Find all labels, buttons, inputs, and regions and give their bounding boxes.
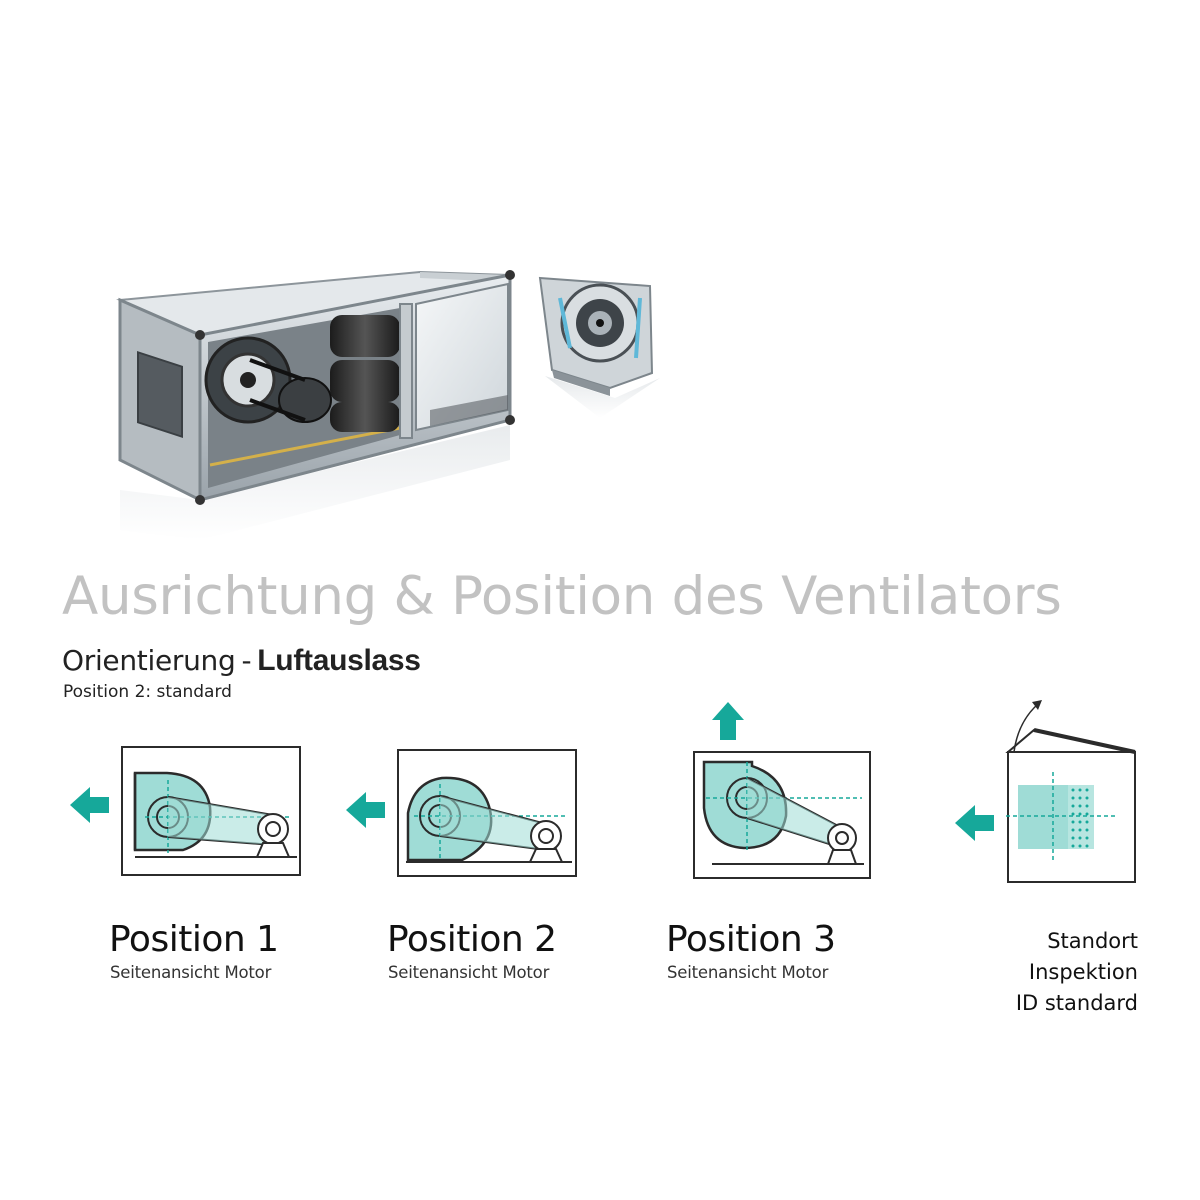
subtitle-emphasis: Luftauslass xyxy=(257,644,421,677)
position-1-label: Position 1 xyxy=(109,919,279,960)
airflow-arrow-left-icon xyxy=(70,787,109,823)
airflow-arrow-up-icon xyxy=(712,702,744,740)
motor-pulley xyxy=(135,796,297,858)
standard-position-note: Position 2: standard xyxy=(63,682,232,702)
motor-pulley xyxy=(712,777,864,865)
position-3-diagram xyxy=(693,702,871,879)
position-1-caption: Seitenansicht Motor xyxy=(110,963,272,982)
inspection-line-id-standard: ID standard xyxy=(1015,991,1138,1015)
airflow-arrow-left-icon xyxy=(955,805,994,841)
position-3-caption: Seitenansicht Motor xyxy=(667,963,829,982)
inspection-diagram xyxy=(955,700,1136,883)
inspection-line-location: Standort xyxy=(1047,929,1138,953)
air-handling-unit-illustration xyxy=(116,270,660,540)
airflow-arrow-left-icon xyxy=(346,792,385,828)
position-2-label: Position 2 xyxy=(387,919,557,960)
page-title: Ausrichtung & Position des Ventilators xyxy=(62,566,1062,627)
position-1-diagram xyxy=(70,746,301,876)
position-2-diagram xyxy=(346,749,577,877)
inspection-labels: Standort Inspektion ID standard xyxy=(990,926,1138,1019)
door-open-arrow-icon xyxy=(1013,703,1039,753)
subtitle-separator: - xyxy=(241,644,252,677)
fan-section-dots xyxy=(1071,788,1089,848)
subtitle-prefix: Orientierung xyxy=(62,644,236,677)
motor-pulley xyxy=(406,795,572,863)
subtitle: Orientierung-Luftauslass xyxy=(62,644,421,678)
inspection-line-inspection: Inspektion xyxy=(1028,960,1138,984)
position-3-label: Position 3 xyxy=(666,919,836,960)
position-2-caption: Seitenansicht Motor xyxy=(388,963,550,982)
